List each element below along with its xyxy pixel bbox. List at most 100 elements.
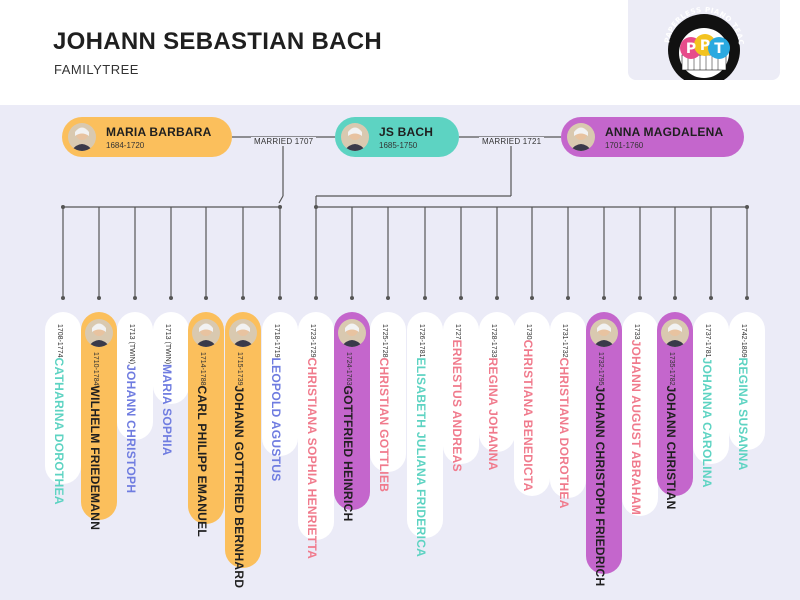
portrait-image [341,123,369,151]
parent-name: JS BACH [379,124,434,139]
portrait-icon [661,319,689,347]
child-name: JOHANN AUGUST ABRAHAM [629,339,643,515]
child-node: 1735-1782JOHANN CHRISTIAN [657,312,693,510]
child-years: 1730 [525,324,532,340]
connector-dot [314,296,318,300]
child-name: CARL PHILIPP EMANUEL [195,385,209,538]
child-name: JOHANN CHRISTIAN [664,385,678,510]
connector-dot [423,296,427,300]
child-node: 1730CHRISTIANA BENEDICTA [514,312,550,496]
connector-dot [278,296,282,300]
child-years: 1715-1739 [236,352,243,386]
child-node: 1718-1719LEOPOLD AGUSTUS [262,312,298,482]
logo-letter-3: T [714,41,724,57]
portrait-image [68,123,96,151]
child-name: JOHANN CHRISTOPH FRIEDRICH [593,385,607,587]
portrait-icon [338,319,366,347]
parent-years: 1701-1760 [605,140,644,150]
child-years: 1713 (TWIN) [128,324,135,365]
child-name: ELISABETH JULIANA FRIDERICA [414,357,428,558]
logo-letter-2: P [700,38,710,54]
child-years: 1726-1781 [418,324,425,358]
child-name: ERNESTUS ANDREAS [450,339,464,472]
portrait-image [590,319,618,347]
child-node: 1713 (TWIN)JOHANN CHRISTOPH [117,312,153,493]
child-node: 1733JOHANN AUGUST ABRAHAM [622,312,658,516]
connector-dot [602,296,606,300]
child-years: 1737-1781 [704,324,711,358]
marriage-label-2: MARRIED 1721 [479,137,545,146]
child-node: 1713 (TWIN)MARIA SOPHIA [153,312,189,456]
child-node: 1710-1784WILHELM FRIEDEMANN [81,312,117,530]
child-name: CATHARINA DOROTHEA [52,357,66,505]
family-drop-1b [278,195,284,204]
connector-dot [745,296,749,300]
child-years: 1742-1809 [740,324,747,358]
child-years: 1714-1788 [199,352,206,386]
parent-name: MARIA BARBARA [106,124,212,139]
child-node: 1724-1763GOTTFRIED HEINRICH [334,312,370,522]
child-name: CHRISTIANA SOPHIA HENRIETTA [305,357,319,560]
connector-dot [709,296,713,300]
portrait-image [661,319,689,347]
connector-dot [495,296,499,300]
child-name: MARIA SOPHIA [160,364,174,456]
connector-dot [61,296,65,300]
child-node: 1728-1733REGINA JOHANNA [479,312,515,471]
connector-dot [241,296,245,300]
child-years: 1718-1719 [273,324,280,358]
child-name: REGINA SUSANNA [736,357,750,471]
page-subtitle: FAMILYTREE [54,62,139,77]
child-years: 1713 (TWIN) [164,324,171,365]
portrait-icon [590,319,618,347]
connector-dot [638,296,642,300]
portrait-image [338,319,366,347]
child-years: 1723-1729 [309,324,316,358]
marriage-label-1: MARRIED 1707 [251,137,317,146]
portrait-image [85,319,113,347]
child-years: 1735-1782 [668,352,675,386]
connector-dot [97,296,101,300]
child-node: 1732-1795JOHANN CHRISTOPH FRIEDRICH [586,312,622,586]
portrait-image [192,319,220,347]
child-name: JOHANN GOTTFRIED BERNHARD [232,385,246,589]
child-years: 1708-1774 [56,324,63,358]
portrait-icon [341,123,369,151]
child-name: JOHANN CHRISTOPH [124,364,138,494]
header: JOHANN SEBASTIAN BACH FAMILYTREE THE PAP… [0,0,800,105]
child-node: 1731-1732CHRISTIANA DOROTHEA [550,312,586,509]
child-years: 1725-1728 [381,324,388,358]
connector-dot [530,296,534,300]
portrait-icon [567,123,595,151]
portrait-icon [68,123,96,151]
connector-dot [386,296,390,300]
logo-container: THE PAPERLESS PIANO TEACHER P P T [625,0,780,86]
child-years: 1724-1763 [345,352,352,386]
paperless-piano-teacher-logo: THE PAPERLESS PIANO TEACHER P P T [625,0,745,86]
child-years: 1733 [633,324,640,340]
child-name: LEOPOLD AGUSTUS [269,357,283,482]
portrait-icon [192,319,220,347]
child-node: 1708-1774CATHARINA DOROTHEA [45,312,81,505]
connector-dot [350,296,354,300]
connector-dot [459,296,463,300]
child-years: 1732-1795 [597,352,604,386]
connector-dot [133,296,137,300]
page-title: JOHANN SEBASTIAN BACH [53,28,382,55]
child-name: REGINA JOHANNA [486,357,500,471]
portrait-icon [85,319,113,347]
child-node: 1725-1728CHRISTIAN GOTTLIEB [370,312,406,492]
child-node: 1715-1739JOHANN GOTTFRIED BERNHARD [225,312,261,588]
connector-dot [169,296,173,300]
portrait-image [567,123,595,151]
portrait-image [229,319,257,347]
parent-name: ANNA MAGDALENA [605,124,724,139]
child-name: JOHANNA CAROLINA [700,357,714,488]
child-node: 1742-1809REGINA SUSANNA [729,312,765,471]
child-name: CHRISTIANA BENEDICTA [521,339,535,492]
portrait-icon [229,319,257,347]
logo-letter-1: P [686,41,696,57]
child-name: GOTTFRIED HEINRICH [341,385,355,522]
